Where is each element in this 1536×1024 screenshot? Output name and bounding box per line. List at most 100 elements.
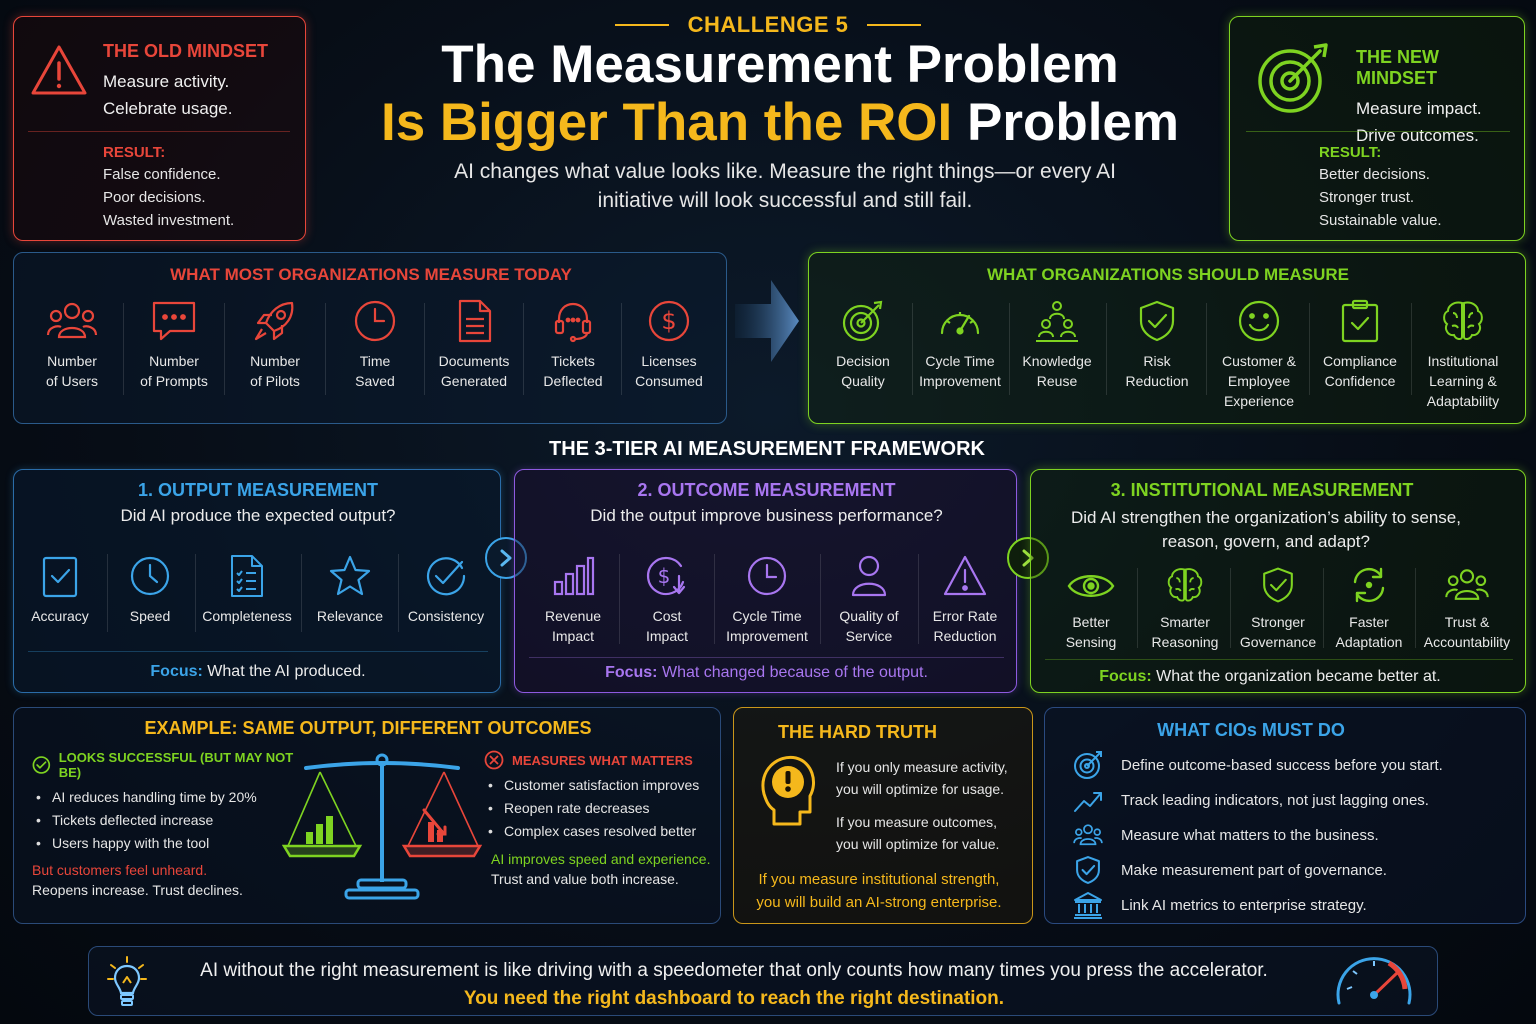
chevron-right-icon xyxy=(485,537,527,579)
x-circle-icon xyxy=(484,750,504,770)
brain-icon xyxy=(1443,301,1483,341)
arrow-right-icon xyxy=(735,280,799,362)
svg-text:$: $ xyxy=(661,307,676,335)
shield-icon xyxy=(1263,567,1293,603)
speedometer-icon xyxy=(1336,957,1412,1005)
new-mindset-result: RESULT: Better decisions. Stronger trust… xyxy=(1319,144,1442,229)
smile-icon xyxy=(1238,300,1280,342)
balance-scale-icon xyxy=(282,753,482,900)
gauge-icon xyxy=(940,312,980,335)
should-measure-heading: WHAT ORGANIZATIONS SHOULD MEASURE xyxy=(986,265,1350,284)
svg-text:$: $ xyxy=(658,564,671,588)
example-panel: EXAMPLE: SAME OUTPUT, DIFFERENT OUTCOMES… xyxy=(13,707,721,924)
tier3-focus: Focus: What the organization became bett… xyxy=(1099,668,1441,685)
old-mindset-result: RESULT: False confidence. Poor decisions… xyxy=(103,144,235,229)
challenge-label: CHALLENGE 5 xyxy=(0,12,1536,38)
institution-icon xyxy=(1074,892,1102,919)
trend-up-icon xyxy=(1074,792,1102,812)
footer-line1: AI without the right measurement is like… xyxy=(200,960,1268,981)
measures-matters-block: MEASURES WHAT MATTERS Customer satisfact… xyxy=(484,750,716,887)
bar-chart-icon xyxy=(553,556,595,596)
document-icon xyxy=(458,299,492,343)
dollar-icon: $ xyxy=(648,300,690,342)
hard-truth-text: If you only measure activity, you will o… xyxy=(836,759,1008,852)
framework-heading: THE 3-TIER AI MEASUREMENT FRAMEWORK xyxy=(549,438,985,460)
new-mindset-card: THE NEW MINDSET Measure impact. Drive ou… xyxy=(1229,16,1525,241)
check-circle-icon xyxy=(426,557,466,596)
tier1-accuracy: Accuracy xyxy=(16,554,104,626)
hard-truth-panel: THE HARD TRUTH If you only measure activ… xyxy=(733,707,1033,924)
page-subtitle: AI changes what value looks like. Measur… xyxy=(454,160,1116,212)
rocket-icon xyxy=(254,301,294,341)
refresh-icon xyxy=(1353,567,1385,603)
clock-icon xyxy=(747,556,787,596)
clock-icon xyxy=(130,556,170,596)
cio-item-link: Link AI metrics to enterprise strategy. xyxy=(1073,890,1367,920)
old-mindset-card: THE OLD MINDSET Measure activity. Celebr… xyxy=(13,16,306,241)
cio-item-measure: Measure what matters to the business. xyxy=(1073,820,1379,850)
tier1-relevance: Relevance xyxy=(304,554,396,626)
star-icon xyxy=(329,555,371,596)
old-mindset-text: THE OLD MINDSET Measure activity. Celebr… xyxy=(103,41,268,118)
looks-successful-block: LOOKS SUCCESSFUL (BUT MAY NOT BE) AI red… xyxy=(32,750,302,898)
warning-icon xyxy=(31,45,87,95)
tier1-speed: Speed xyxy=(106,554,194,626)
people-network-icon xyxy=(1036,301,1078,342)
footer-line2: You need the right dashboard to reach th… xyxy=(463,988,1005,1009)
clock-icon xyxy=(354,300,396,342)
clipboard-check-icon xyxy=(1341,299,1379,343)
tier2-panel: 2. OUTCOME MEASUREMENT Did the output im… xyxy=(514,469,1017,693)
tier2-focus: Focus: What changed because of the outpu… xyxy=(605,664,928,681)
tier3-panel: 3. INSTITUTIONAL MEASUREMENT Did AI stre… xyxy=(1030,469,1526,693)
shield-icon xyxy=(1076,856,1100,884)
warning-icon xyxy=(943,555,987,596)
document-list-icon xyxy=(231,555,263,597)
cio-panel: WHAT CIOs MUST DO Define outcome-based s… xyxy=(1044,707,1526,924)
target-icon xyxy=(1074,751,1102,779)
tier1-completeness: Completeness xyxy=(197,554,297,626)
hard-truth-conclusion: If you measure institutional strength, y… xyxy=(756,871,1002,911)
page-title: The Measurement Problem Is Bigger Than t… xyxy=(380,35,1180,152)
headset-icon xyxy=(554,302,592,343)
new-mindset-text: THE NEW MINDSET Measure impact. Drive ou… xyxy=(1356,47,1482,145)
footer-banner: AI without the right measurement is like… xyxy=(88,946,1438,1016)
head-alert-icon xyxy=(761,755,815,826)
should-measure-panel: WHAT ORGANIZATIONS SHOULD MEASURE Decisi… xyxy=(808,252,1526,424)
tier1-consistency: Consistency xyxy=(400,554,492,626)
measure-today-heading: WHAT MOST ORGANIZATIONS MEASURE TODAY xyxy=(170,265,572,284)
users-icon xyxy=(46,302,98,339)
chevron-right-icon xyxy=(1007,537,1049,579)
lightbulb-icon xyxy=(107,956,147,1006)
tier1-panel: 1. OUTPUT MEASUREMENT Did AI produce the… xyxy=(13,469,501,693)
tier3-trust: Trust &Accountability xyxy=(1417,566,1517,652)
users-icon xyxy=(1445,569,1489,600)
cio-item-track: Track leading indicators, not just laggi… xyxy=(1073,785,1429,815)
tier1-focus: Focus: What the AI produced. xyxy=(150,663,366,680)
target-arrow-icon xyxy=(1258,43,1328,113)
target-icon xyxy=(842,300,883,342)
cost-down-icon: $ xyxy=(646,556,686,596)
eye-icon xyxy=(1067,575,1115,597)
person-icon xyxy=(851,555,887,597)
